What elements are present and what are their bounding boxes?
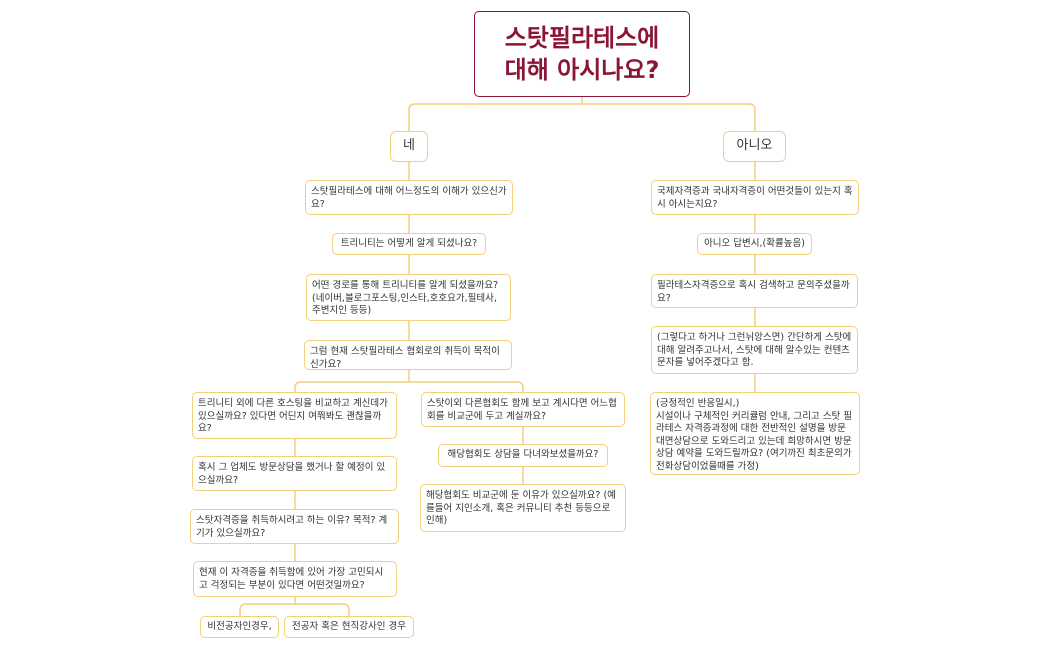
no-node-cert-types[interactable]: 국제자격증과 국내자격증이 어떤것들이 있는지 혹시 아시는지요? (651, 180, 859, 215)
branch-yes[interactable]: 네 (390, 131, 428, 162)
yes-left-reason[interactable]: 스탓자격증을 취득하시려고 하는 이유? 목적? 계기가 있으실까요? (190, 509, 399, 544)
branch-no[interactable]: 아니오 (723, 131, 786, 162)
yes-left-concern[interactable]: 현재 이 자격증을 취득함에 있어 가장 고민되시고 걱정되는 부분이 있다면 … (193, 561, 397, 597)
yes-node-understanding[interactable]: 스탓필라테스에 대해 어느정도의 이해가 있으신가요? (305, 180, 513, 215)
no-node-visit-consult[interactable]: (긍정적인 반응일시,) 시설이나 구체적인 커리큘럼 안내, 그리고 스탓 필… (650, 392, 860, 475)
root-topic[interactable]: 스탓필라테스에 대해 아시나요? (474, 11, 690, 97)
yes-node-channel[interactable]: 어떤 경로를 통해 트리니티를 알게 되셨을까요?(네이버,블로그포스팅,인스타… (306, 274, 511, 321)
no-node-searched[interactable]: 필라테스자격증으로 혹시 검색하고 문의주셨을까요? (651, 274, 858, 308)
leaf-major-or-instructor[interactable]: 전공자 혹은 현직강사인 경우 (284, 616, 414, 638)
yes-right-why-compare[interactable]: 해당협회도 비교군에 둔 이유가 있으실까요? (예를들어 지인소개, 혹은 커… (420, 484, 626, 532)
yes-node-goal[interactable]: 그럼 현재 스탓필라테스 협회로의 취득이 목적이신가요? (304, 340, 512, 370)
yes-right-consulted[interactable]: 해당협회도 상담을 다녀와보셨을까요? (438, 444, 608, 467)
yes-left-visit-plan[interactable]: 혹시 그 업체도 방문상담을 했거나 할 예정이 있으실까요? (192, 456, 397, 491)
no-node-answer-no[interactable]: 아니오 답변시,(확률높음) (697, 233, 812, 255)
yes-node-how-known[interactable]: 트리니티는 어떻게 알게 되셨나요? (332, 233, 486, 255)
leaf-non-major[interactable]: 비전공자인경우, (200, 616, 279, 638)
yes-left-compare-hosting[interactable]: 트리니티 외에 다른 호스팅을 비교하고 계신데가 있으실까요? 있다면 어딘지… (192, 392, 397, 439)
yes-right-other-assoc[interactable]: 스탓이외 다른협회도 함께 보고 계시다면 어느협회를 비교군에 두고 계실까요… (421, 392, 625, 427)
no-node-brief-intro[interactable]: (그렇다고 하거나 그런뉘앙스면) 간단하게 스탓에 대해 알려주고나서, 스탓… (651, 326, 858, 374)
